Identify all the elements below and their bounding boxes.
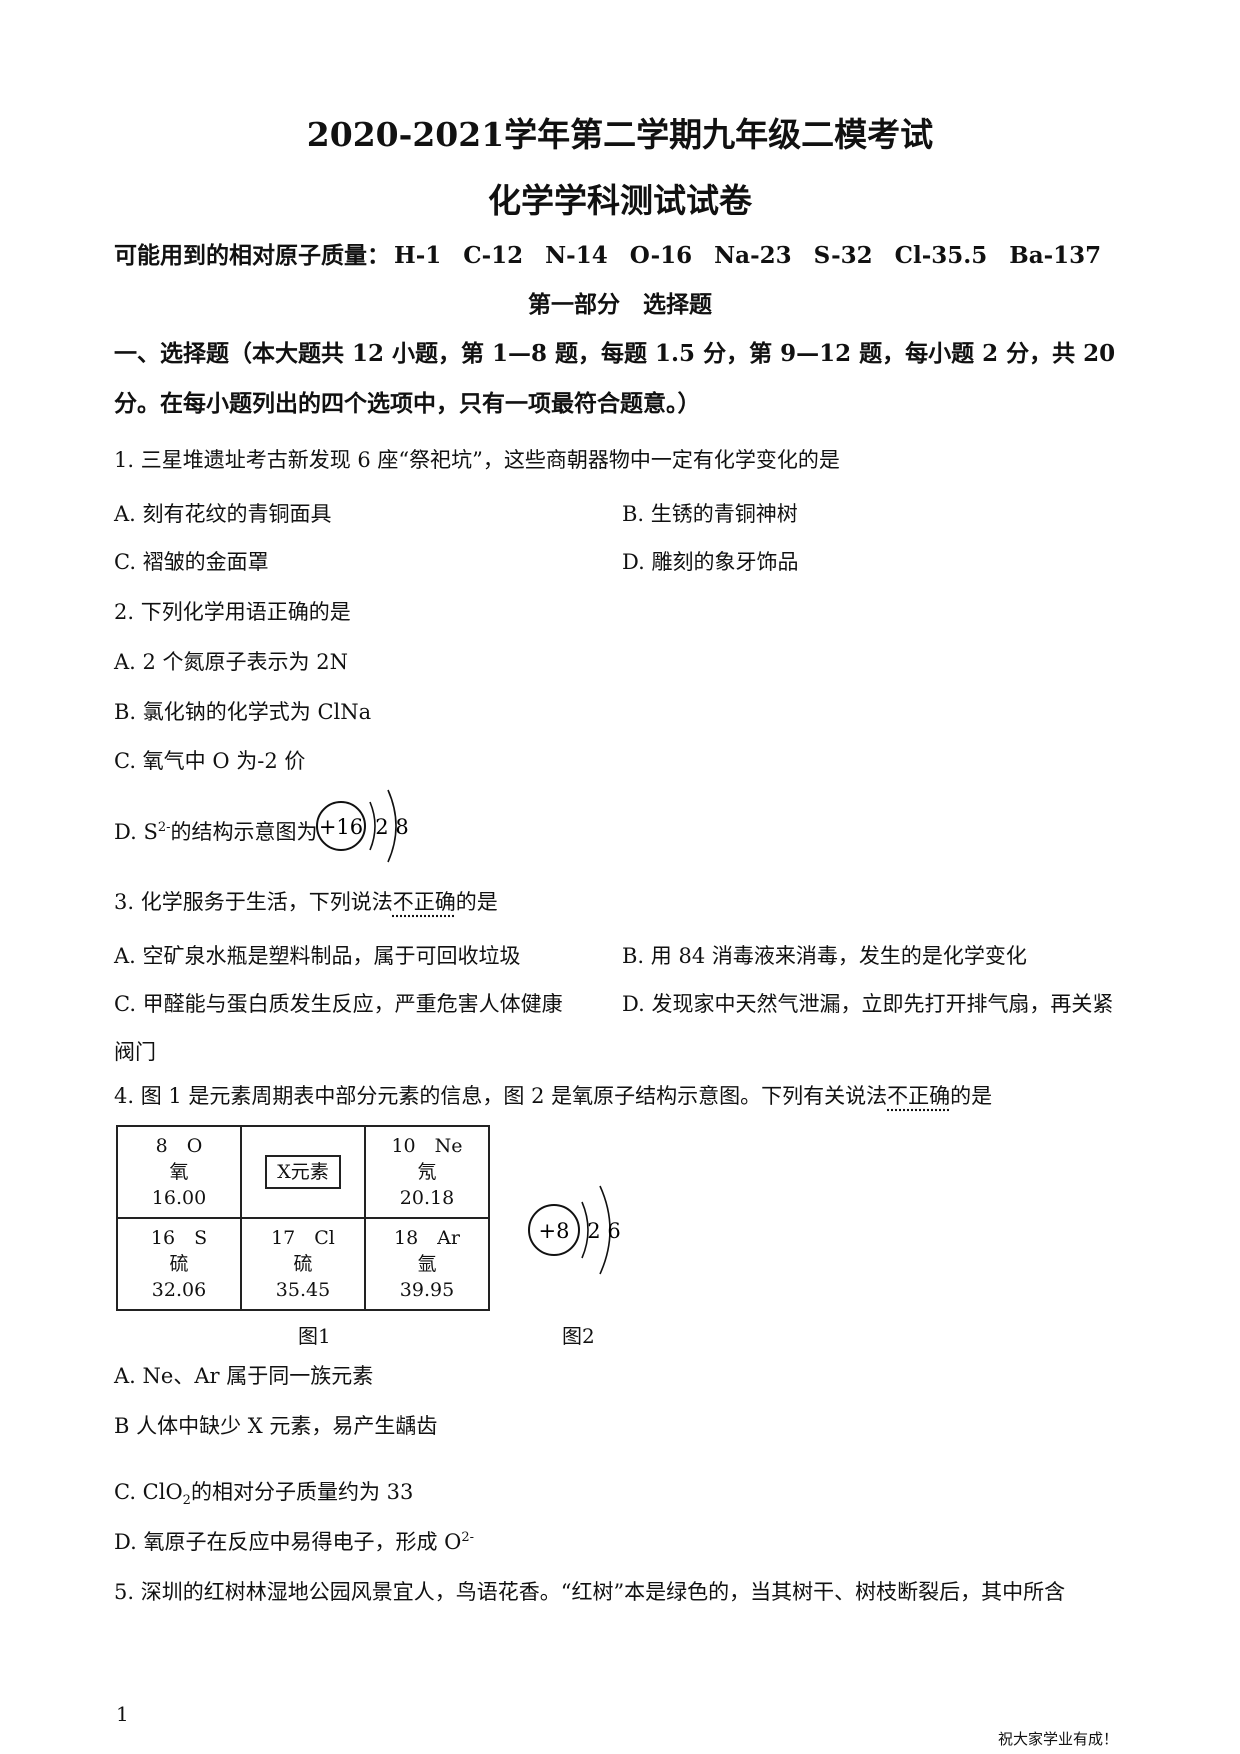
masses-label: 可能用到的相对原子质量： [114, 242, 390, 269]
stem-text: 3. 化学服务于生活，下列说法 [114, 890, 393, 914]
subscript: 2 [182, 1493, 191, 1509]
question-3-stem: 3. 化学服务于生活，下列说法不正确的是 [114, 886, 498, 916]
emphasis-not-correct: 不正确 [887, 1084, 951, 1108]
question-4-option-c: C. ClO2的相对分子质量约为 33 [114, 1476, 413, 1508]
mass-item: Ba-137 [1009, 242, 1102, 269]
figure-2-caption: 图2 [562, 1324, 595, 1348]
figure-1-caption: 图1 [298, 1324, 331, 1348]
stem-text: 4. 图 1 是元素周期表中部分元素的信息，图 2 是氧原子结构示意图。下列有关… [114, 1084, 888, 1108]
ion-charge: 2- [461, 1530, 475, 1545]
question-1-option-a: A. 刻有花纹的青铜面具 [114, 502, 332, 526]
option-d-text: D. 氧原子在反应中易得电子，形成 O [114, 1530, 462, 1554]
x-element-box: X元素 [265, 1155, 341, 1189]
ion-charge: 2- [157, 820, 171, 835]
question-1-option-c: C. 褶皱的金面罩 [114, 550, 269, 574]
mass-item: Cl-35.5 [894, 242, 988, 269]
option-c-prefix: C. ClO [114, 1480, 183, 1504]
question-3-option-b: B. 用 84 消毒液来消毒，发生的是化学变化 [622, 944, 1027, 968]
question-1-option-b: B. 生锈的青铜神树 [622, 502, 798, 526]
question-2-option-b: B. 氯化钠的化学式为 ClNa [114, 700, 372, 724]
question-1-stem: 1. 三星堆遗址考古新发现 6 座“祭祀坑”，这些商朝器物中一定有化学变化的是 [114, 448, 840, 472]
exam-subtitle: 化学学科测试试卷 [488, 181, 752, 220]
mass-item: N-14 [545, 242, 608, 269]
question-3-option-d-continued: 阀门 [114, 1040, 156, 1064]
mass-item: C-12 [463, 242, 524, 269]
question-2-option-a: A. 2 个氮原子表示为 2N [114, 650, 348, 674]
footer-slogan: 祝大家学业有成！ [998, 1730, 1119, 1748]
question-4-option-d: D. 氧原子在反应中易得电子，形成 O2- [114, 1526, 474, 1556]
page-number: 1 [116, 1702, 129, 1726]
nucleus-charge: +16 [319, 815, 363, 839]
question-4-option-a: A. Ne、Ar 属于同一族元素 [114, 1364, 374, 1388]
question-5-stem: 5. 深圳的红树林湿地公园风景宜人，鸟语花香。“红树”本是绿色的，当其树干、树枝… [114, 1580, 1066, 1604]
sulfur-ion-structure-diagram: +16 2 8 [316, 789, 409, 863]
part-title: 第一部分 选择题 [528, 291, 712, 318]
question-1-option-d: D. 雕刻的象牙饰品 [622, 550, 799, 574]
mass-item: S-32 [813, 242, 873, 269]
question-2-stem: 2. 下列化学用语正确的是 [114, 600, 351, 624]
section-instructions-line1: 一、选择题（本大题共 12 小题，第 1—8 题，每题 1.5 分，第 9—12… [114, 340, 1116, 367]
electron-shells: 2 6 [587, 1219, 620, 1243]
nucleus-charge: +8 [539, 1219, 570, 1243]
question-3-option-a: A. 空矿泉水瓶是塑料制品，属于可回收垃圾 [114, 944, 521, 968]
question-2-option-c: C. 氧气中 O 为-2 价 [114, 749, 306, 773]
question-3-option-c: C. 甲醛能与蛋白质发生反应，严重危害人体健康 [114, 992, 563, 1016]
mass-item: O-16 [629, 242, 693, 269]
atomic-masses: 可能用到的相对原子质量：H-1 C-12 N-14 O-16 Na-23 S-32 Cl-3… [114, 236, 1123, 270]
option-c-text: 的相对分子质量约为 33 [190, 1480, 414, 1504]
question-3-option-d: D. 发现家中天然气泄漏，立即先打开排气扇，再关紧 [622, 992, 1114, 1016]
question-4-stem: 4. 图 1 是元素周期表中部分元素的信息，图 2 是氧原子结构示意图。下列有关… [114, 1080, 992, 1110]
stem-text-end: 的是 [950, 1084, 993, 1108]
option-d-prefix: D. S [114, 820, 158, 844]
question-4-option-b: B 人体中缺少 X 元素，易产生龋齿 [114, 1414, 438, 1438]
option-d-text: 的结构示意图为 [170, 820, 318, 844]
section-instructions-line2: 分。在每小题列出的四个选项中，只有一项最符合题意。） [114, 390, 701, 417]
mass-item: H-1 [394, 242, 442, 269]
emphasis-not-correct: 不正确 [392, 890, 456, 914]
exam-title: 2020-2021学年第二学期九年级二模考试 [306, 115, 934, 154]
electron-shells: 2 8 [375, 815, 408, 839]
mass-item: Na-23 [714, 242, 792, 269]
question-2-option-d: D. S2-的结构示意图为 [114, 816, 318, 846]
oxygen-atom-structure-diagram: +8 2 6 [528, 1185, 621, 1275]
element-cell-x: X元素 [240, 1125, 366, 1219]
stem-text-end: 的是 [455, 890, 498, 914]
